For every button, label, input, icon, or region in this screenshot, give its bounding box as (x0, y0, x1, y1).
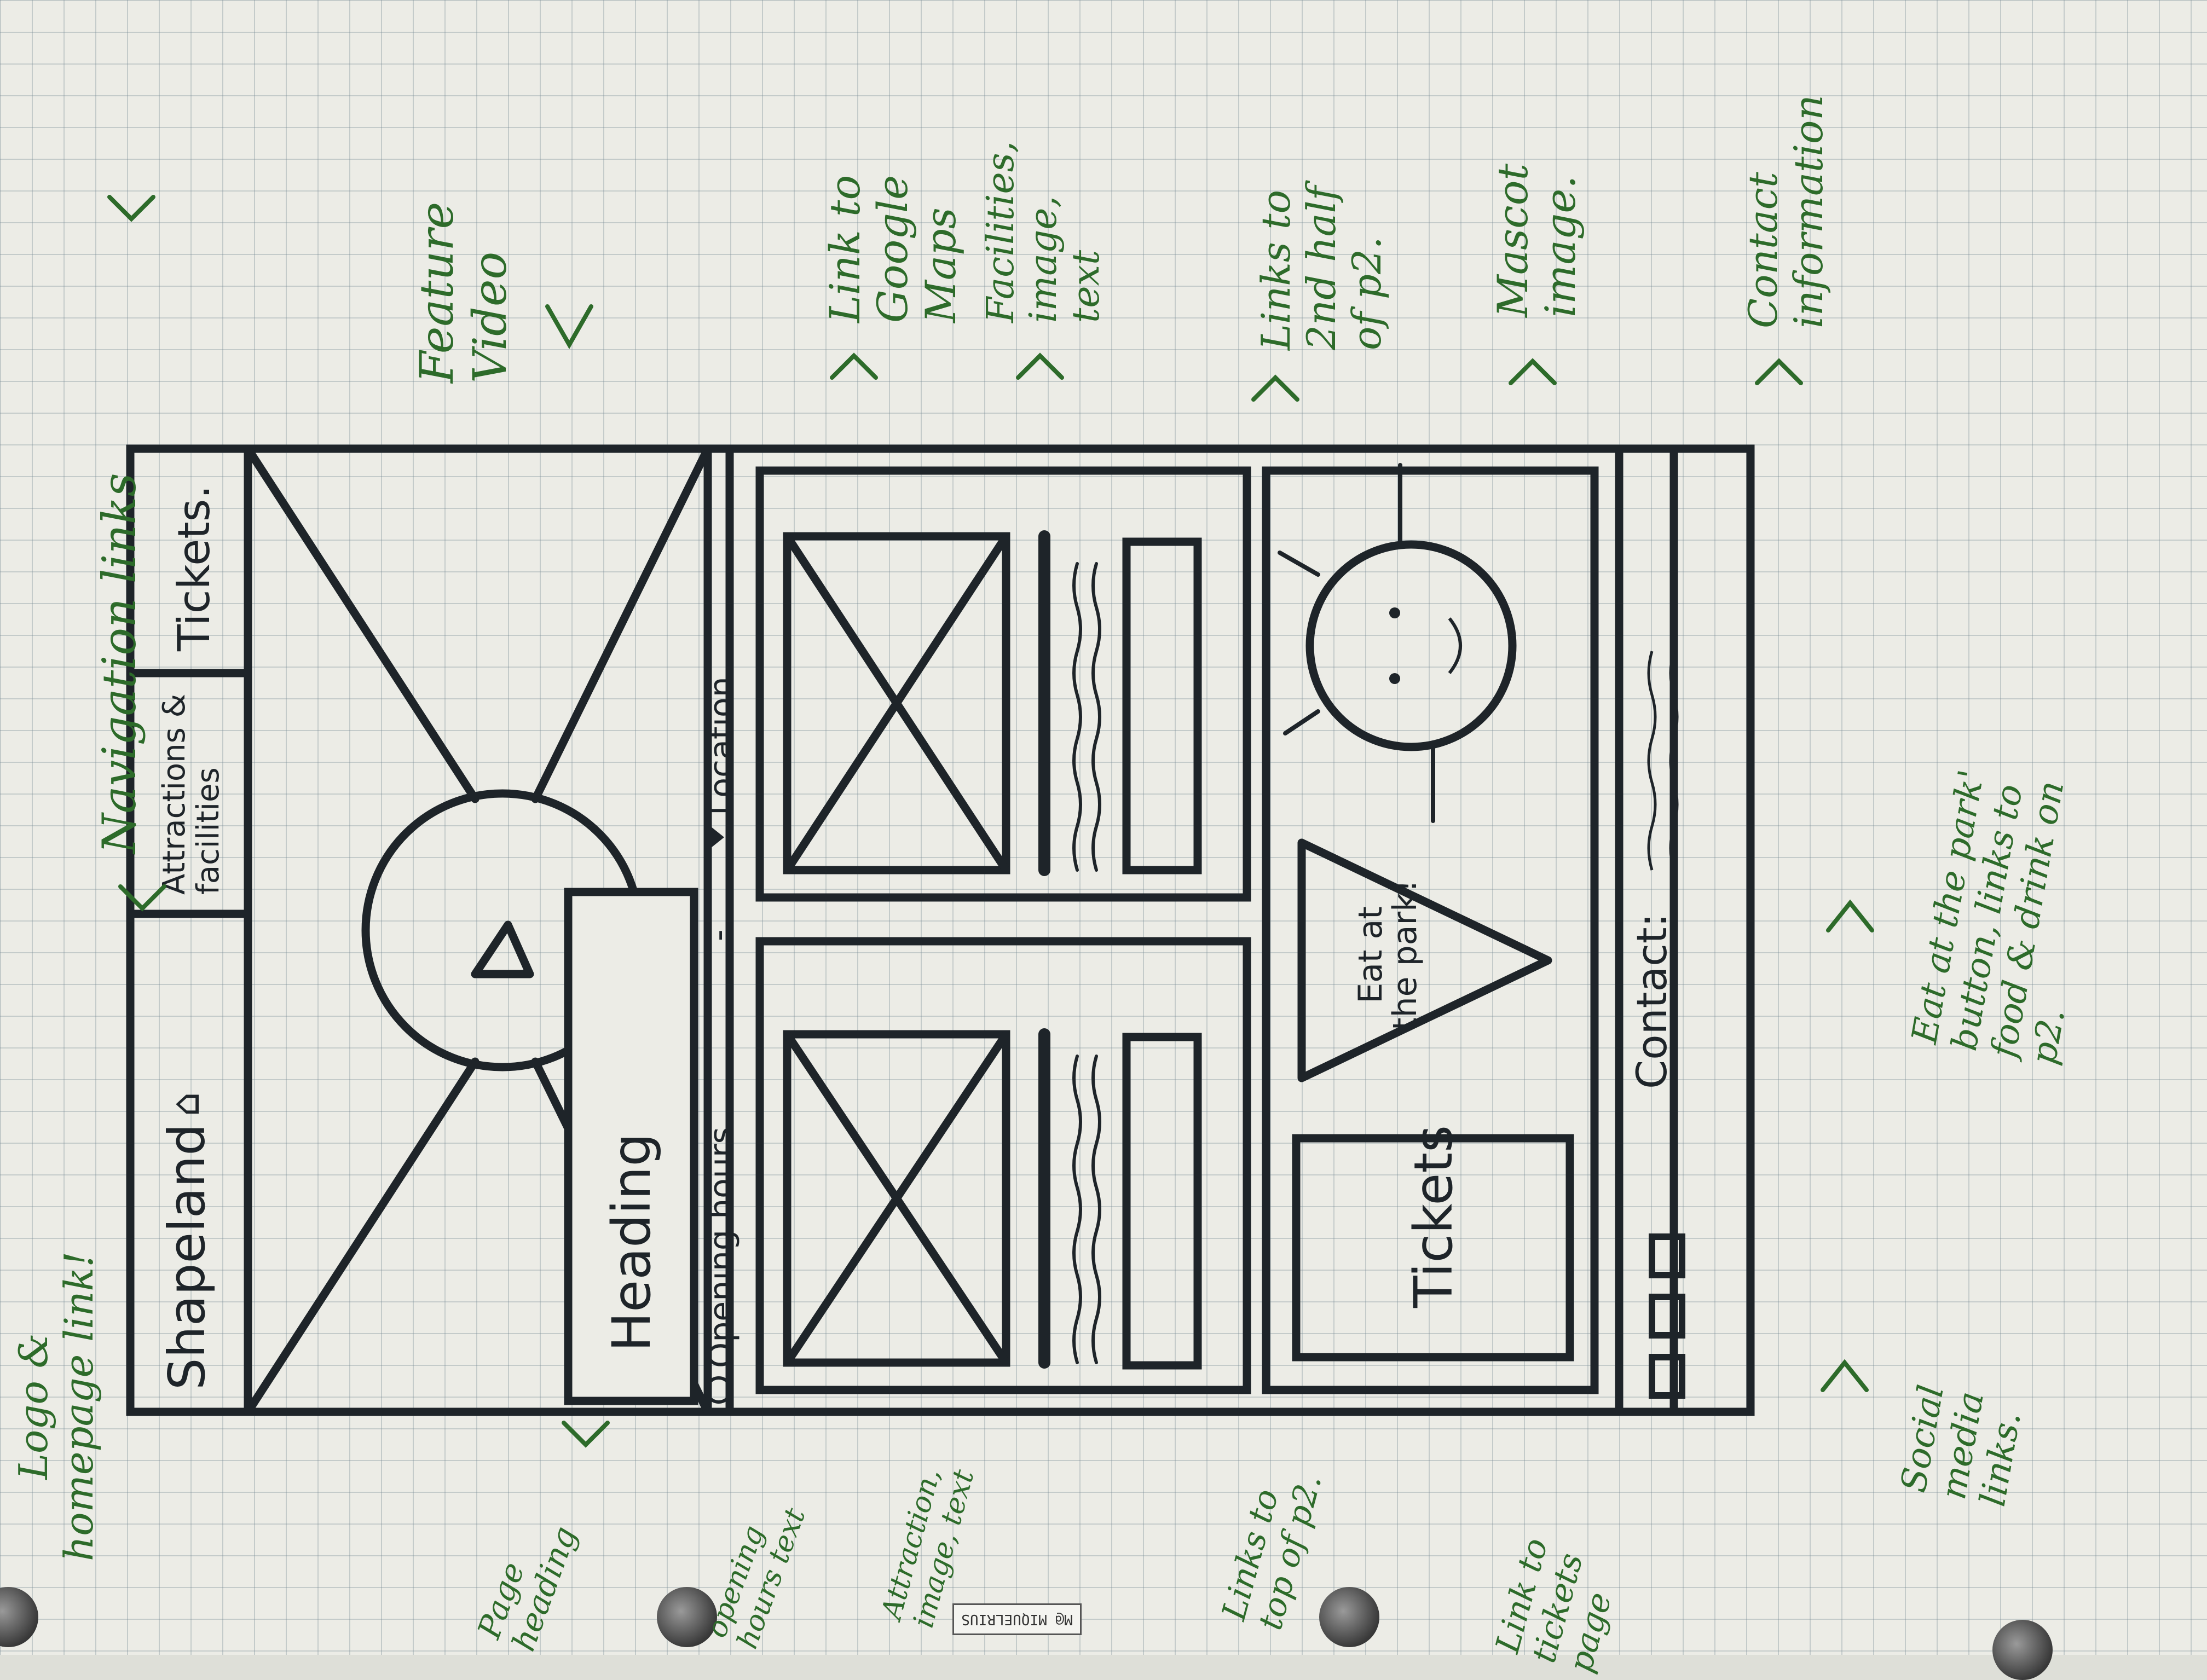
mascot-face (1305, 540, 1517, 751)
facility-card (755, 466, 1251, 902)
attraction-card (755, 937, 1251, 1394)
heading-box (564, 888, 698, 1405)
wireframe-lines (126, 444, 1755, 1416)
promo-section (1262, 466, 1599, 1394)
eat-at-park-triangle (1297, 838, 1552, 1082)
clock-icon (705, 1376, 732, 1404)
social-media-icon (1649, 1233, 1685, 1399)
tickets-box (1292, 1134, 1574, 1362)
facility-image-placeholder (783, 532, 1010, 874)
page-outline (126, 444, 1755, 1416)
arrow-down-icon (545, 304, 593, 350)
video-placeholder-line (244, 444, 479, 803)
attraction-link-button (1122, 1033, 1202, 1370)
attraction-image-placeholder (783, 1030, 1010, 1367)
website-wireframe: Shapeland ⌂ Attractions & facilities Tic… (125, 432, 1767, 1417)
video-placeholder-line (244, 1057, 479, 1416)
facility-link-button (1122, 537, 1202, 874)
play-icon (471, 920, 534, 978)
location-pin-icon (710, 826, 724, 848)
punch-hole (657, 1587, 717, 1647)
video-placeholder-line (531, 444, 712, 803)
punch-hole (1319, 1587, 1379, 1647)
